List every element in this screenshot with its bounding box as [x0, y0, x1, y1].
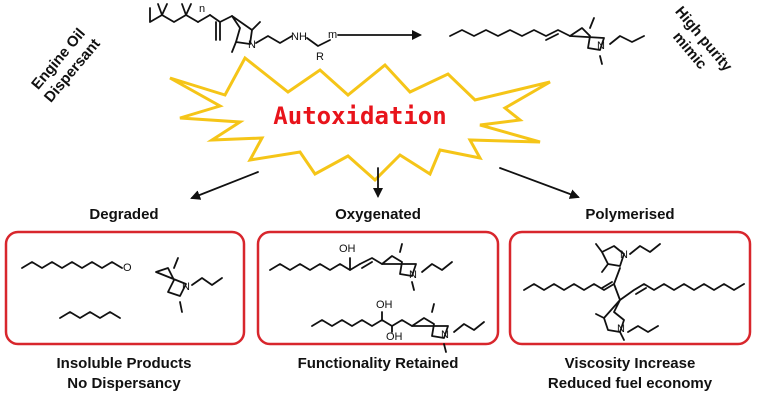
burst-star-shape	[169, 55, 551, 183]
polymer-n-atom: N	[248, 39, 256, 51]
polymer-m-label: m	[328, 29, 337, 41]
oxygenated-oh-2: OH	[376, 299, 393, 311]
oxygenated-oh-1: OH	[339, 243, 356, 255]
degraded-box	[4, 230, 246, 346]
autoxidation-label: Autoxidation	[273, 102, 446, 130]
heading-oxygenated: Oxygenated	[335, 206, 421, 223]
succinimide-n-label: N	[182, 281, 190, 293]
polymerised-caption-1: Viscosity Increase	[565, 355, 696, 372]
oxygenated-structure-2: OH OH N	[311, 299, 485, 353]
oxygenated-n-1: N	[409, 269, 417, 281]
polymerised-dimer-structure: N N	[523, 243, 745, 341]
oxygenated-caption-1: Functionality Retained	[298, 355, 459, 372]
engine-oil-dispersant-label: Engine Oil Dispersant	[28, 25, 104, 106]
dispersant-structure: n N NH m R	[149, 3, 337, 63]
mimic-n-label: N	[597, 40, 605, 52]
oxygenated-structure-1: OH N	[269, 243, 453, 291]
polymerised-box	[508, 230, 752, 346]
oxygenated-n-2: N	[441, 329, 449, 341]
polymer-r-label: R	[316, 51, 324, 63]
arrow-to-polymerised	[499, 167, 580, 199]
autoxidation-burst: Autoxidation	[169, 55, 551, 183]
polymerised-n-1: N	[620, 249, 628, 261]
degraded-caption-1: Insoluble Products	[56, 355, 191, 372]
heading-degraded: Degraded	[89, 206, 158, 223]
degraded-octane-structure	[59, 311, 121, 319]
oxygenated-box	[256, 230, 500, 346]
polymer-nh-label: NH	[291, 31, 307, 43]
mimic-structure: N	[449, 17, 645, 65]
oxygenated-oh-3: OH	[386, 331, 403, 343]
polymer-n-label: n	[199, 3, 205, 15]
high-purity-mimic-label: High purity mimic	[669, 3, 736, 75]
degraded-aldehyde-structure: O	[21, 261, 132, 274]
degraded-succinimide-structure: N	[155, 257, 223, 313]
polymerised-n-2: N	[617, 323, 625, 335]
arrow-to-degraded	[190, 171, 259, 200]
heading-polymerised: Polymerised	[585, 206, 674, 223]
polymerised-caption-2: Reduced fuel economy	[548, 375, 713, 392]
aldehyde-o-label: O	[123, 262, 132, 274]
degraded-caption-2: No Dispersancy	[67, 375, 181, 392]
